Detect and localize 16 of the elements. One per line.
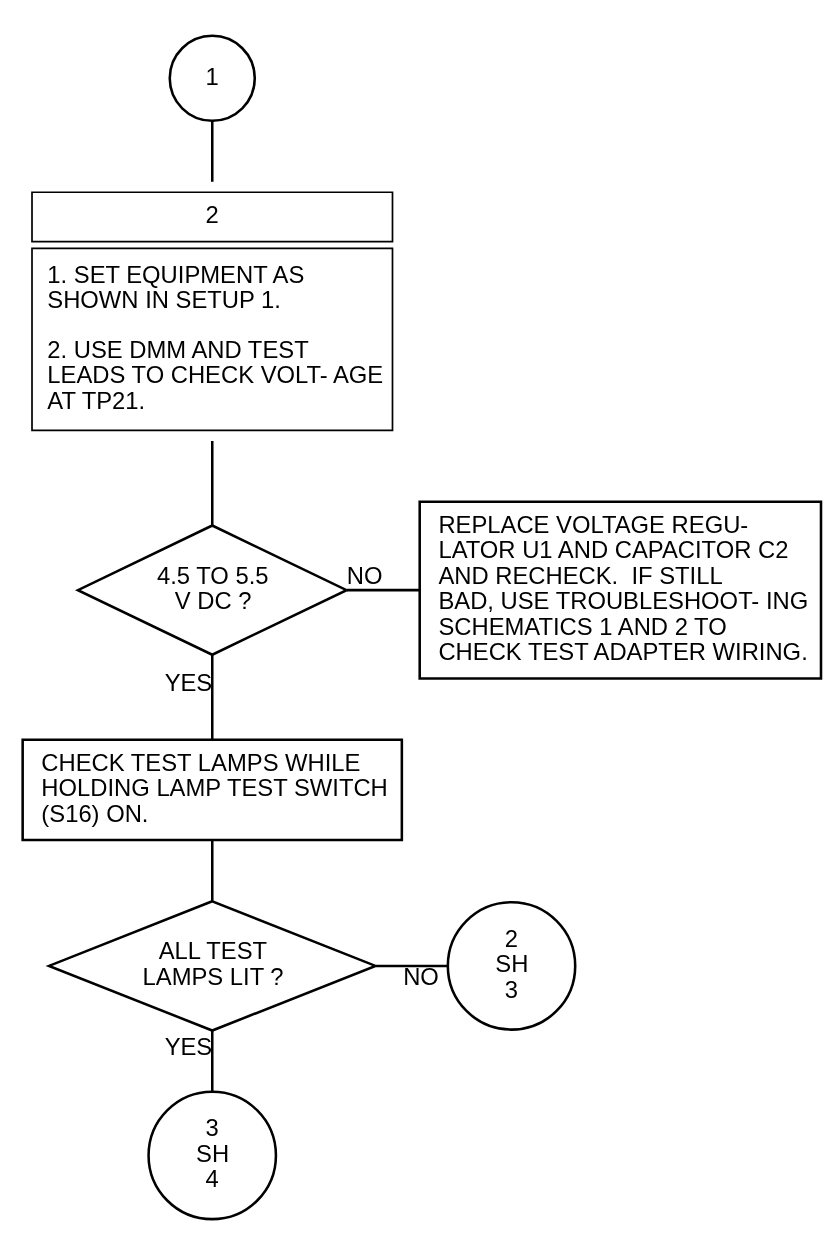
edge-label: YES <box>164 668 213 696</box>
node-box: CHECK TEST LAMPS WHILE HOLDING LAMP TEST SWITCH (S16) ON. <box>21 738 404 841</box>
edge-label: YES <box>164 1032 213 1060</box>
connector <box>210 654 214 739</box>
connector <box>210 839 214 901</box>
node-box: REPLACE VOLTAGE REGU- LATOR U1 AND CAPACITOR C2 AND RECHECK. IF STILL BAD, USE TROUBLESHOOT- ING SCHEMATICS 1 AND 2 TO CHECK TEST ADAPTER WIRING. <box>418 499 823 680</box>
connector <box>210 120 214 182</box>
connector <box>346 588 420 591</box>
node-circle: 3 SH 4 <box>147 1090 278 1220</box>
edge-label: NO <box>403 962 439 990</box>
node-circle: 2 SH 3 <box>446 900 577 1031</box>
node-diamond: ALL TEST LAMPS LIT ? <box>45 899 379 1032</box>
connector <box>375 964 448 967</box>
node-circle: 1 <box>168 34 257 122</box>
connector <box>210 1030 214 1091</box>
connector <box>210 440 214 525</box>
